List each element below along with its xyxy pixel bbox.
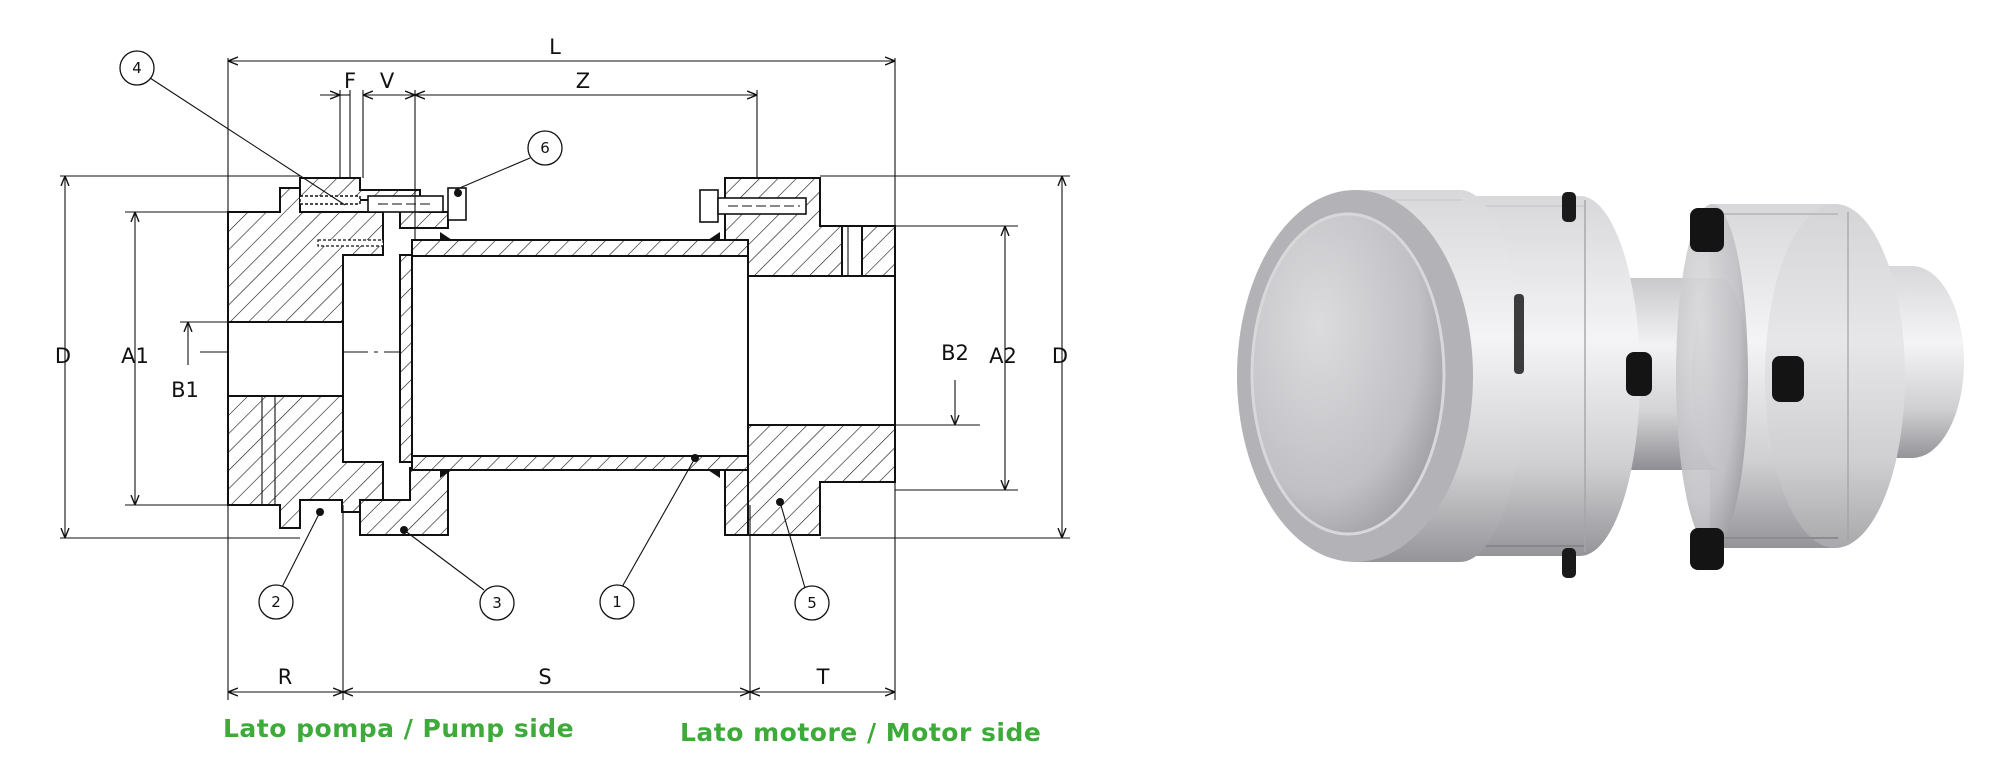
dim-D-left: D: [55, 344, 71, 368]
dim-B2: B2: [941, 341, 969, 365]
dim-R: R: [278, 665, 293, 689]
svg-text:6: 6: [540, 139, 550, 157]
bolt-left: [367, 187, 467, 221]
extension-lines: [60, 58, 1070, 700]
dim-A1: A1: [121, 344, 149, 368]
callout-2: 2: [258, 508, 324, 620]
pump-hub-bore: [227, 321, 344, 397]
coupling-3d-render: [1237, 190, 1964, 578]
dim-S: S: [538, 665, 551, 689]
pump-hub-section: [227, 187, 384, 529]
dim-V: V: [380, 69, 395, 93]
pump-side-label: Lato pompa / Pump side: [223, 714, 574, 743]
dim-D-right: D: [1052, 344, 1068, 368]
elastic-element-lower: [317, 239, 384, 247]
svg-text:1: 1: [612, 593, 622, 611]
callout-3: 3: [400, 526, 515, 621]
callout-6: 6: [454, 130, 563, 197]
dim-Z: Z: [576, 69, 590, 93]
motor-flange: [1710, 204, 1905, 548]
motor-hub-section: [724, 177, 896, 536]
callout-5: 5: [776, 498, 830, 621]
bolt-right: [699, 189, 807, 223]
dim-T: T: [816, 665, 830, 689]
flange-ring-section: [299, 177, 449, 536]
dim-B1: B1: [171, 378, 199, 402]
technical-drawing: L F V Z D A1 B1 B2 A2 D R S T 4 6: [55, 35, 1070, 747]
dim-A2: A2: [989, 344, 1017, 368]
svg-text:5: 5: [807, 594, 817, 612]
dim-F: F: [344, 69, 356, 93]
motor-hub-bore: [747, 275, 896, 426]
callout-4: 4: [119, 50, 346, 206]
dim-L: L: [549, 35, 561, 59]
bolt-heads: [1514, 192, 1804, 578]
dimension-lines: [65, 61, 1062, 692]
dimension-labels: L F V Z D A1 B1 B2 A2 D R S T: [55, 35, 1068, 689]
callout-1: 1: [599, 454, 699, 620]
svg-text:4: 4: [132, 59, 142, 77]
elastic-element: [299, 195, 361, 205]
motor-side-label: Lato motore / Motor side: [680, 718, 1041, 747]
svg-text:2: 2: [271, 593, 281, 611]
svg-text:3: 3: [492, 594, 502, 612]
spacer-tube: [411, 232, 751, 478]
